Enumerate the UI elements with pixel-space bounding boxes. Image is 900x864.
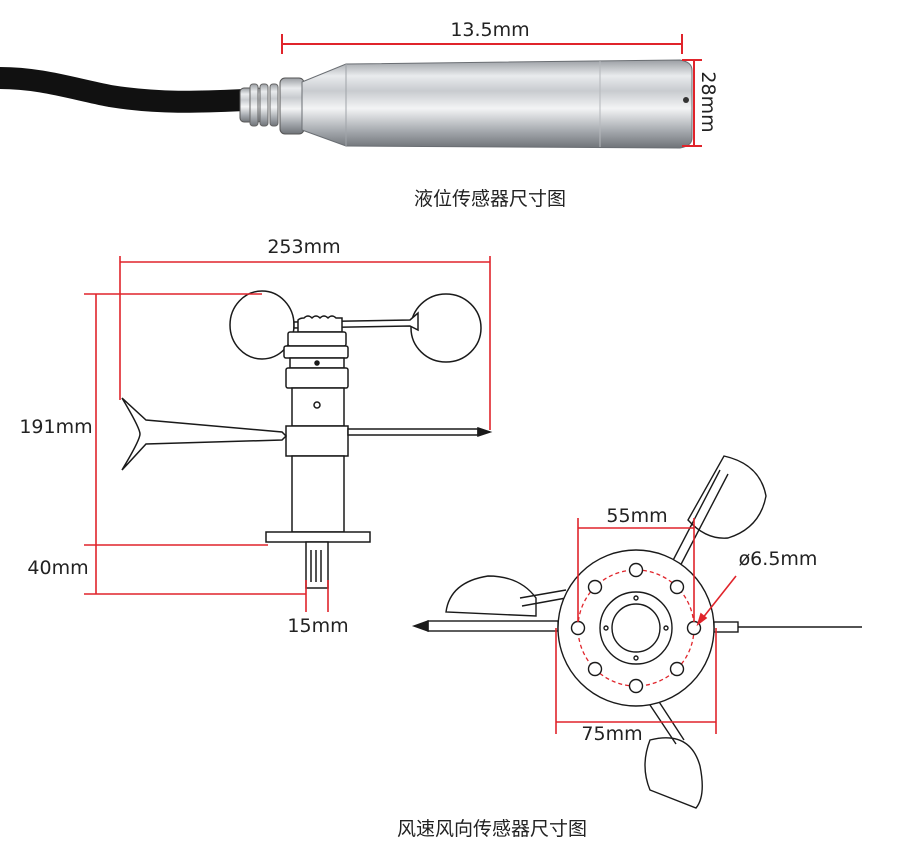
bottom-view-dimensions [555,518,737,734]
sensor-cable [0,67,246,113]
base-plate [265,531,371,543]
lower-cup [644,737,703,809]
cable-connector [239,77,305,135]
liquid-sensor-caption: 液位传感器尺寸图 [414,188,566,210]
diameter-dimension [682,59,702,147]
liquid-level-sensor: 13.5mm 28mm 液位传感器尺寸图 [0,19,719,210]
side-view-dimensions [84,256,491,612]
wind-sensor-side-view [121,290,493,589]
cable-connector-stub [305,541,329,589]
width-label: 253mm [267,236,340,258]
base-height-label: 40mm [27,557,88,579]
connector-label: 15mm [287,615,348,637]
length-label: 13.5mm [450,19,529,41]
hole-label: ø6.5mm [739,548,818,570]
wind-vane-rod [347,428,479,436]
wind-vane-tail [121,397,288,471]
pitch-circle-label: 55mm [606,505,667,527]
length-dimension [281,34,683,54]
left-cup [445,575,537,617]
upper-cup [687,455,767,539]
height-label: 191mm [19,416,92,438]
mounting-holes [570,562,702,694]
sensor-body [301,59,693,149]
right-wind-cup [410,293,482,363]
diameter-label: 28mm [697,71,719,132]
wind-sensor-caption: 风速风向传感器尺寸图 [397,818,587,840]
cup-hub [297,315,343,333]
flange-label: 75mm [581,723,642,745]
